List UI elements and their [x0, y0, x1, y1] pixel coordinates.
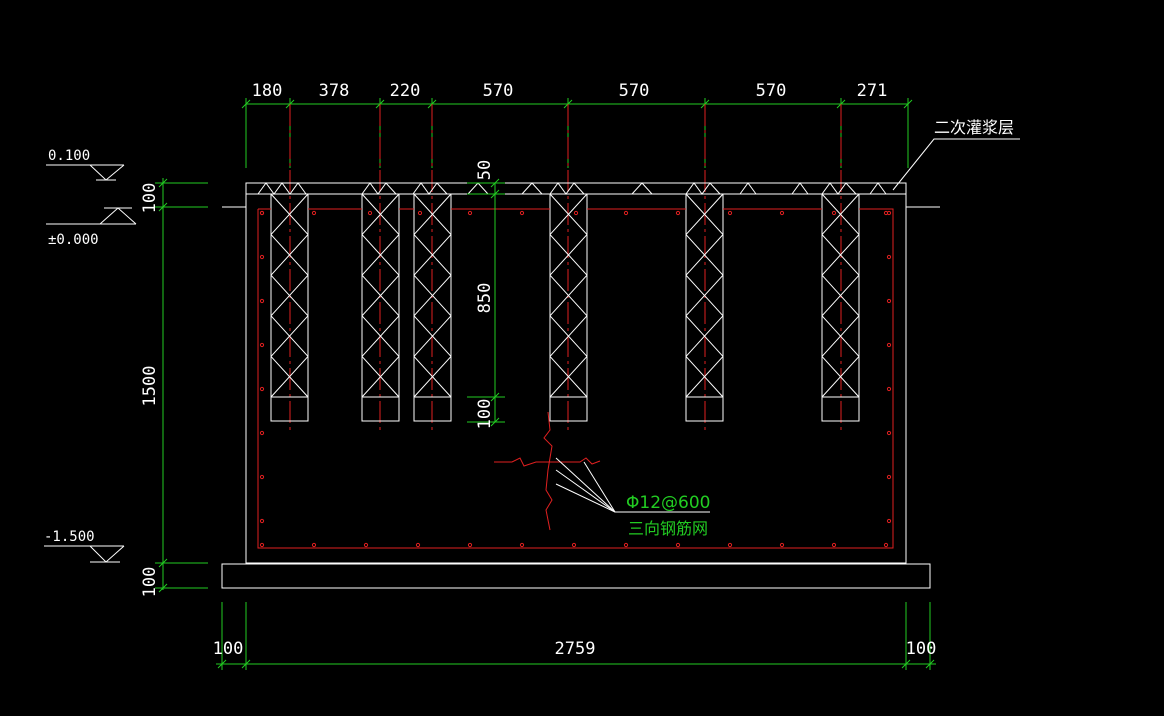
elevation-marker-top [46, 164, 125, 181]
grout-leader [892, 138, 1020, 191]
elevation-marker-zero [46, 207, 137, 225]
grout-cap [245, 182, 907, 195]
top-dimension-chain [241, 98, 913, 168]
centerlines [289, 104, 842, 430]
foundation-body [222, 193, 940, 564]
rebar-dots [259, 210, 892, 548]
top-dim-4: 570 [483, 81, 514, 101]
rebar-dot [467, 210, 473, 216]
post-trusses [270, 193, 860, 398]
bottom-dim-right: 100 [906, 639, 937, 659]
top-dim-tick [903, 99, 913, 109]
rebar-dot [886, 430, 892, 436]
elevation-bottom-label: -1.500 [44, 529, 95, 545]
top-dim-2: 378 [319, 81, 350, 101]
rebar-dot [571, 542, 577, 548]
rebar-cage [257, 208, 894, 549]
top-dim-tick [241, 99, 251, 109]
left-dimension-chain [155, 178, 208, 593]
rebar-dot [675, 542, 681, 548]
post-truss [413, 193, 452, 398]
rebar-dot [675, 210, 681, 216]
rebar-dot [259, 254, 265, 260]
rebar-dot [727, 542, 733, 548]
rebar-dot [727, 210, 733, 216]
post-truss [361, 193, 400, 398]
rebar-dot [259, 518, 265, 524]
base-slab [221, 563, 931, 589]
top-dim-1: 180 [252, 81, 283, 101]
inner-dim-top-gap: 50 [475, 160, 495, 180]
rebar-dot [573, 210, 579, 216]
rebar-dot [779, 210, 785, 216]
rebar-dot [259, 298, 265, 304]
grout-layer-label: 二次灌浆层 [934, 118, 1014, 137]
top-dim-3: 220 [390, 81, 421, 101]
elevation-marker-bottom [44, 545, 125, 563]
rebar-dot [259, 386, 265, 392]
rebar-dot [417, 210, 423, 216]
rebar-dot [831, 542, 837, 548]
inner-dim-post-bottom: 100 [475, 399, 495, 430]
post-truss [821, 193, 860, 398]
left-dim-cap: 100 [140, 183, 160, 214]
rebar-dot [831, 210, 837, 216]
rebar-dot [259, 210, 265, 216]
inner-dimension [467, 178, 505, 427]
rebar-dot [779, 542, 785, 548]
rebar-dot [311, 542, 317, 548]
left-dim-height: 1500 [140, 366, 160, 407]
rebar-dot [623, 210, 629, 216]
bottom-dim-left: 100 [213, 639, 244, 659]
rebar-dot [886, 298, 892, 304]
rebar-dot [259, 474, 265, 480]
rebar-dot [363, 542, 369, 548]
post-truss [685, 193, 724, 398]
bottom-dim-total: 2759 [555, 639, 596, 659]
section-break [494, 411, 601, 531]
rebar-dot [886, 518, 892, 524]
rebar-dot [886, 386, 892, 392]
rebar-dot [259, 542, 265, 548]
rebar-dot [519, 210, 525, 216]
rebar-dot [311, 210, 317, 216]
rebar-dot [886, 254, 892, 260]
post-truss [549, 193, 588, 398]
rebar-dot [886, 474, 892, 480]
rebar-leader [555, 457, 710, 513]
top-dim-5: 570 [619, 81, 650, 101]
top-dimension-labels: 180 378 220 570 570 570 271 [252, 81, 888, 101]
rebar-dot [259, 430, 265, 436]
left-dim-base: 100 [140, 567, 160, 598]
rebar-dot [367, 210, 373, 216]
top-dim-7: 271 [857, 81, 888, 101]
post-truss [270, 193, 309, 398]
rebar-dot [883, 542, 889, 548]
rebar-dot [623, 542, 629, 548]
top-dim-6: 570 [756, 81, 787, 101]
elevation-top-label: 0.100 [48, 148, 90, 164]
rebar-spec-label: Φ12@600 [626, 493, 710, 513]
rebar-dot [883, 210, 889, 216]
rebar-dot [467, 542, 473, 548]
rebar-dot [519, 542, 525, 548]
rebar-dot [259, 342, 265, 348]
rebar-dot [886, 342, 892, 348]
rebar-desc-label: 三向钢筋网 [628, 519, 708, 538]
rebar-dot [415, 542, 421, 548]
elevation-zero-label: ±0.000 [48, 232, 99, 248]
bottom-dimension-chain [216, 602, 936, 670]
inner-dim-post-height: 850 [475, 283, 495, 314]
